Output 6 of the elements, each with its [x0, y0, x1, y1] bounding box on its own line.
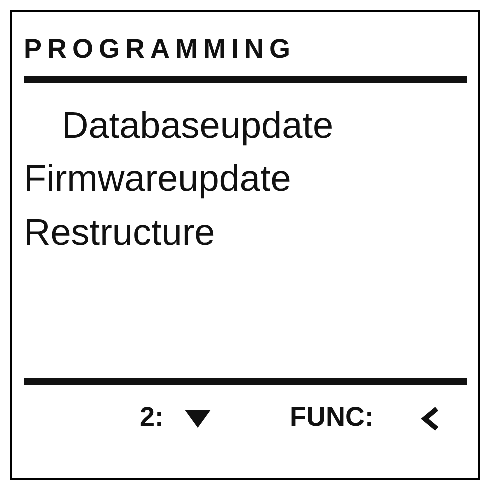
key-label: FUNC:	[290, 404, 374, 431]
screen-title: PROGRAMMING	[24, 36, 296, 63]
menu-item: Restructure	[24, 214, 216, 251]
key-label: 2:	[140, 404, 164, 431]
menu-item: Databaseupdate	[62, 107, 334, 144]
menu-item: Firmwareupdate	[24, 160, 292, 197]
